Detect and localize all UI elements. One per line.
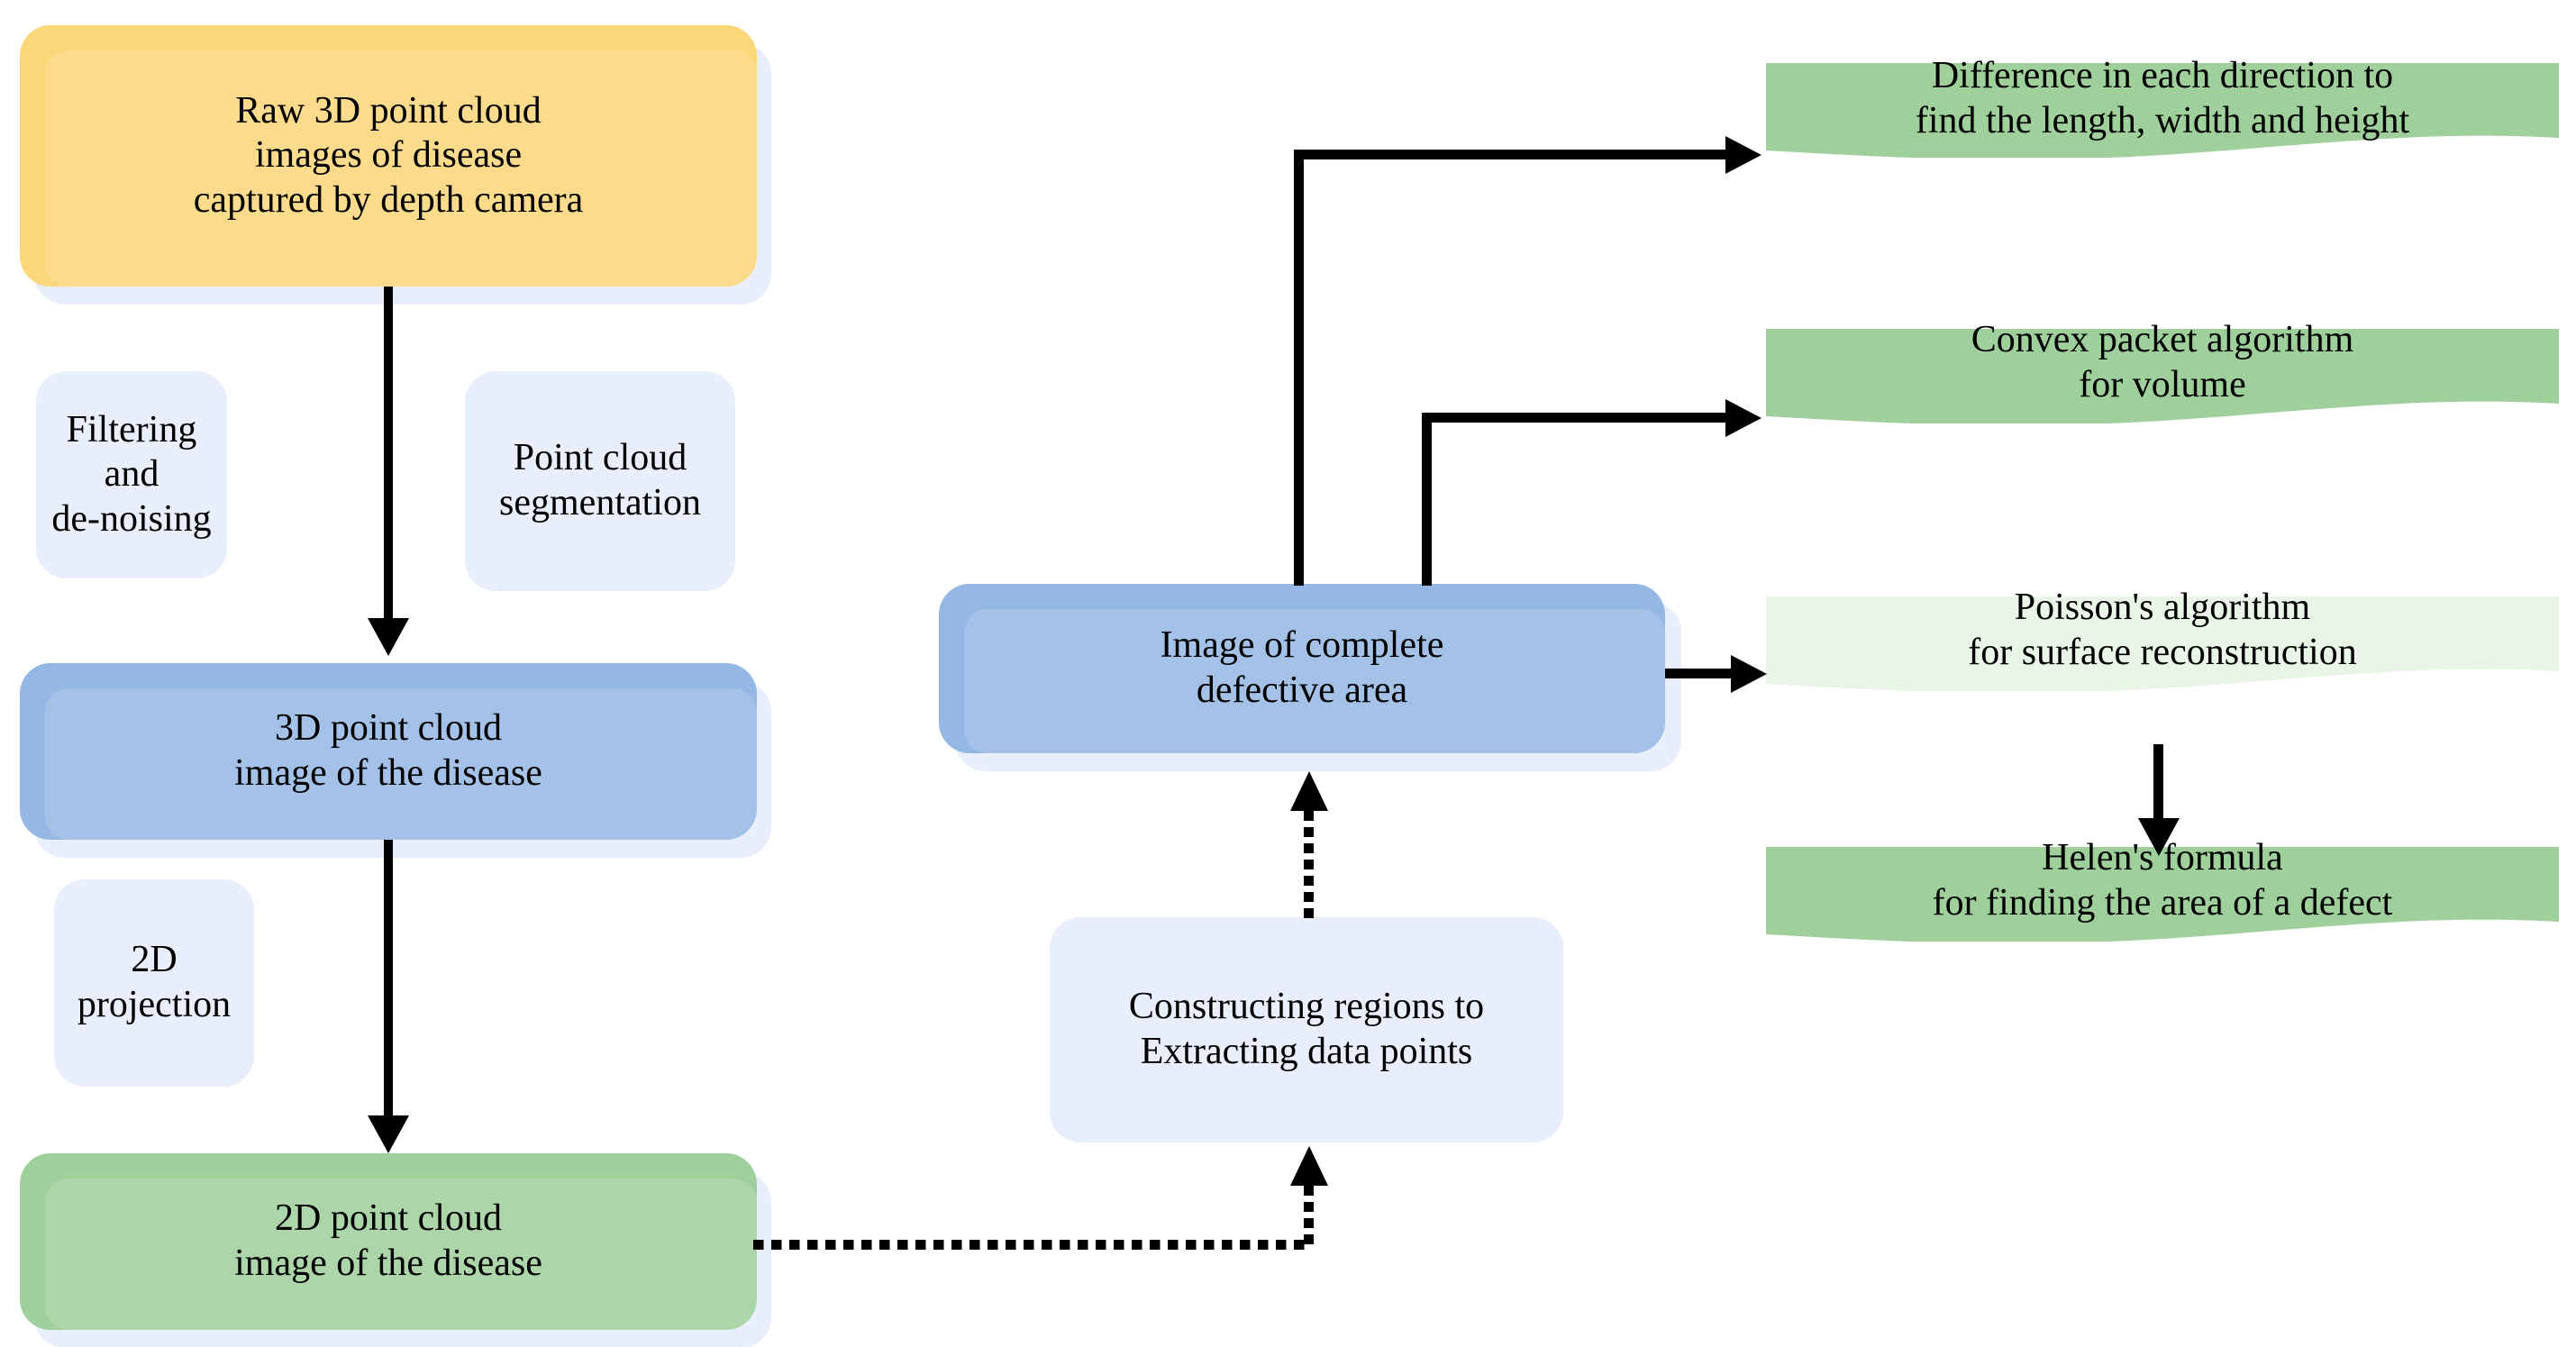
node-2d-projection[interactable]: 2D projection (54, 879, 254, 1087)
difference-banner-shape (1766, 63, 2559, 158)
edge-raw-to-3d-line (384, 287, 393, 622)
edge-defective-to-difference-vertical (1294, 150, 1304, 586)
node-helen-formula[interactable]: Helen's formula for finding the area of … (1766, 837, 2559, 942)
node-convex-packet[interactable]: Convex packet algorithm for volume (1766, 319, 2559, 423)
node-filtering-denoising-label: Filtering and de-noising (51, 408, 212, 540)
edge-poisson-to-helen-line (2153, 744, 2163, 822)
edge-defective-to-poisson-arrowhead (1731, 655, 1767, 693)
node-2d-projection-label: 2D projection (77, 939, 232, 1025)
node-point-cloud-segmentation-label: Point cloud segmentation (499, 437, 701, 523)
edge-raw-to-3d-arrowhead (368, 618, 409, 656)
edge-3d-to-2d-line (384, 840, 393, 1119)
edge-defective-to-convex-arrowhead (1725, 399, 1761, 437)
node-helen-formula-label: Helen's formula for finding the area of … (1932, 837, 2393, 924)
node-point-cloud-segmentation[interactable]: Point cloud segmentation (465, 371, 735, 591)
node-filtering-denoising[interactable]: Filtering and de-noising (36, 371, 227, 578)
node-2d-point-cloud[interactable]: 2D point cloud image of the disease (20, 1153, 757, 1330)
poisson-banner-shape (1766, 596, 2559, 691)
node-raw-point-cloud[interactable]: Raw 3D point cloud images of disease cap… (20, 25, 757, 287)
node-raw-point-cloud-label: Raw 3D point cloud images of disease cap… (193, 89, 584, 221)
edge-defective-to-convex-horizontal (1422, 413, 1730, 423)
edge-poisson-to-helen-arrowhead (2138, 818, 2180, 856)
node-2d-point-cloud-label: 2D point cloud image of the disease (234, 1197, 542, 1284)
node-constructing-regions[interactable]: Constructing regions to Extracting data … (1050, 917, 1563, 1142)
edge-2d-to-constructing-horizontal (753, 1240, 1312, 1250)
node-3d-point-cloud-label: 3D point cloud image of the disease (234, 707, 542, 794)
edge-3d-to-2d-arrowhead (368, 1115, 409, 1153)
node-poisson-algorithm[interactable]: Poisson's algorithm for surface reconstr… (1766, 587, 2559, 691)
edge-2d-to-constructing-vertical (1304, 1186, 1314, 1249)
node-difference-directions-label: Difference in each direction to find the… (1915, 55, 2410, 141)
edge-defective-to-convex-vertical (1422, 413, 1432, 586)
node-3d-point-cloud[interactable]: 3D point cloud image of the disease (20, 663, 757, 840)
node-difference-directions[interactable]: Difference in each direction to find the… (1766, 55, 2559, 158)
helen-banner-shape (1766, 847, 2559, 942)
node-constructing-regions-label: Constructing regions to Extracting data … (1128, 986, 1485, 1072)
node-defective-area-label: Image of complete defective area (1160, 624, 1444, 711)
node-convex-packet-label: Convex packet algorithm for volume (1971, 319, 2354, 405)
edge-constructing-to-defective-arrowhead (1290, 771, 1328, 811)
edge-defective-to-difference-arrowhead (1725, 136, 1761, 174)
convex-banner-shape (1766, 329, 2559, 423)
edge-constructing-to-defective-line (1304, 811, 1314, 921)
node-defective-area[interactable]: Image of complete defective area (939, 584, 1665, 753)
node-poisson-algorithm-label: Poisson's algorithm for surface reconstr… (1968, 587, 2357, 673)
edge-defective-to-difference-horizontal (1294, 150, 1730, 159)
edge-2d-to-constructing-arrowhead (1290, 1146, 1328, 1186)
edge-defective-to-poisson-line (1665, 669, 1737, 678)
